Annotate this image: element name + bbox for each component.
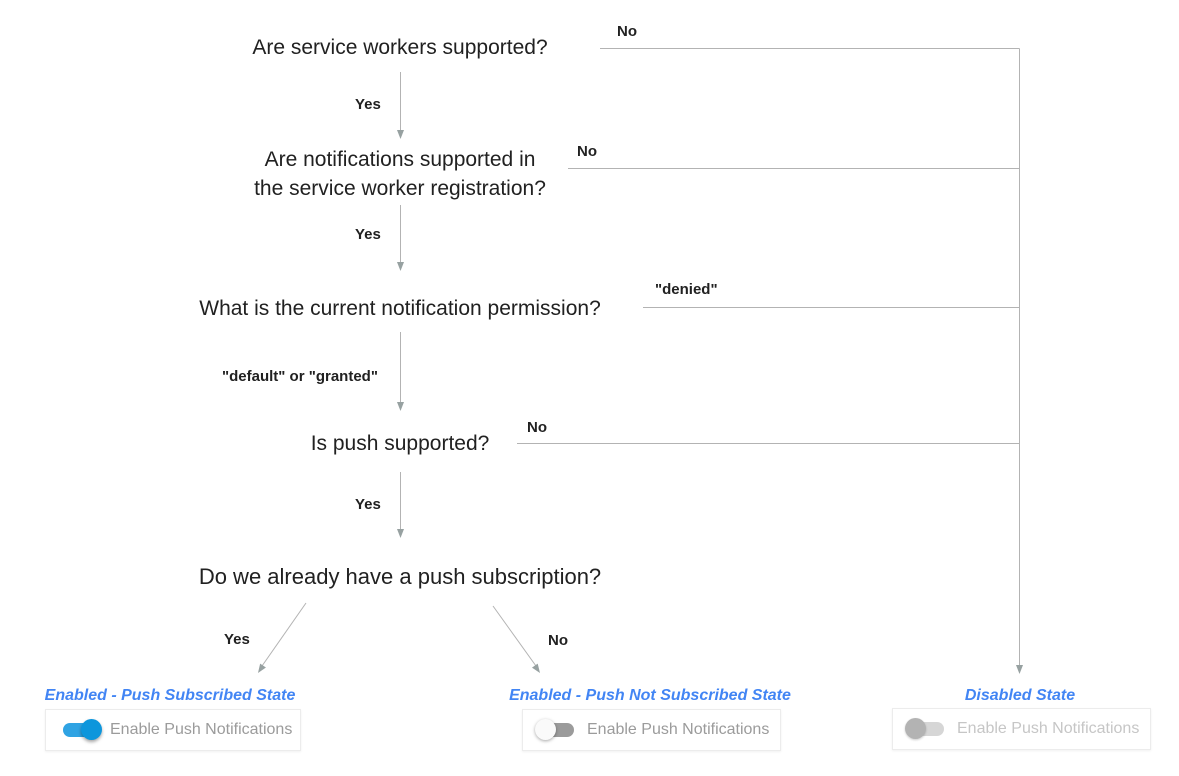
arrowhead-q5-no: [531, 663, 540, 673]
switch-knob: [81, 719, 102, 740]
push-toggle-card-not-subscribed[interactable]: Enable Push Notifications: [522, 709, 781, 751]
edge-label-q4-yes: Yes: [355, 496, 381, 513]
question-push-supported: Is push supported?: [310, 432, 490, 455]
push-toggle-card-subscribed[interactable]: Enable Push Notifications: [45, 709, 301, 751]
push-toggle-switch-on[interactable]: [60, 719, 102, 741]
switch-knob: [535, 719, 556, 740]
state-label-enabled-push-not-subscribed: Enabled - Push Not Subscribed State: [509, 687, 791, 704]
edge-q5-no-line: [492, 605, 537, 667]
edge-label-q2-no: No: [577, 143, 597, 160]
question-push-subscription: Do we already have a push subscription?: [198, 564, 602, 589]
arrowhead-q4-yes: [397, 529, 404, 538]
question-service-workers-supported: Are service workers supported?: [252, 36, 548, 59]
edge-label-q1-yes: Yes: [355, 96, 381, 113]
arrowhead-q3-down: [397, 402, 404, 411]
edge-label-q3-denied: "denied": [655, 281, 718, 298]
edge-label-q3-default-or-granted: "default" or "granted": [222, 368, 378, 385]
push-toggle-label: Enable Push Notifications: [110, 721, 293, 738]
push-toggle-label: Enable Push Notifications: [957, 720, 1140, 737]
state-label-disabled: Disabled State: [964, 687, 1076, 704]
edge-label-q5-no: No: [548, 632, 568, 649]
question-notifications-supported: Are notifications supported in the servi…: [254, 145, 546, 203]
push-toggle-label: Enable Push Notifications: [587, 721, 770, 738]
push-toggle-card-disabled: Enable Push Notifications: [892, 708, 1151, 750]
switch-knob: [905, 718, 926, 739]
question-notification-permission: What is the current notification permiss…: [199, 297, 601, 320]
state-label-enabled-push-subscribed: Enabled - Push Subscribed State: [44, 687, 296, 704]
arrowhead-q2-yes: [397, 262, 404, 271]
edge-label-q1-no: No: [617, 23, 637, 40]
edge-label-q4-no: No: [527, 419, 547, 436]
edge-q5-yes-line: [261, 602, 307, 667]
question-notifications-supported-line1: Are notifications supported in: [264, 148, 536, 171]
push-toggle-switch-off[interactable]: [535, 719, 577, 741]
push-toggle-switch-disabled: [905, 718, 947, 740]
arrowhead-q5-yes: [258, 663, 266, 673]
arrowhead-q1-yes: [397, 130, 404, 139]
edge-label-q2-yes: Yes: [355, 226, 381, 243]
edge-label-q5-yes: Yes: [224, 631, 250, 648]
arrowhead-disabled-state: [1016, 665, 1023, 674]
question-notifications-supported-line2: the service worker registration?: [254, 177, 546, 200]
